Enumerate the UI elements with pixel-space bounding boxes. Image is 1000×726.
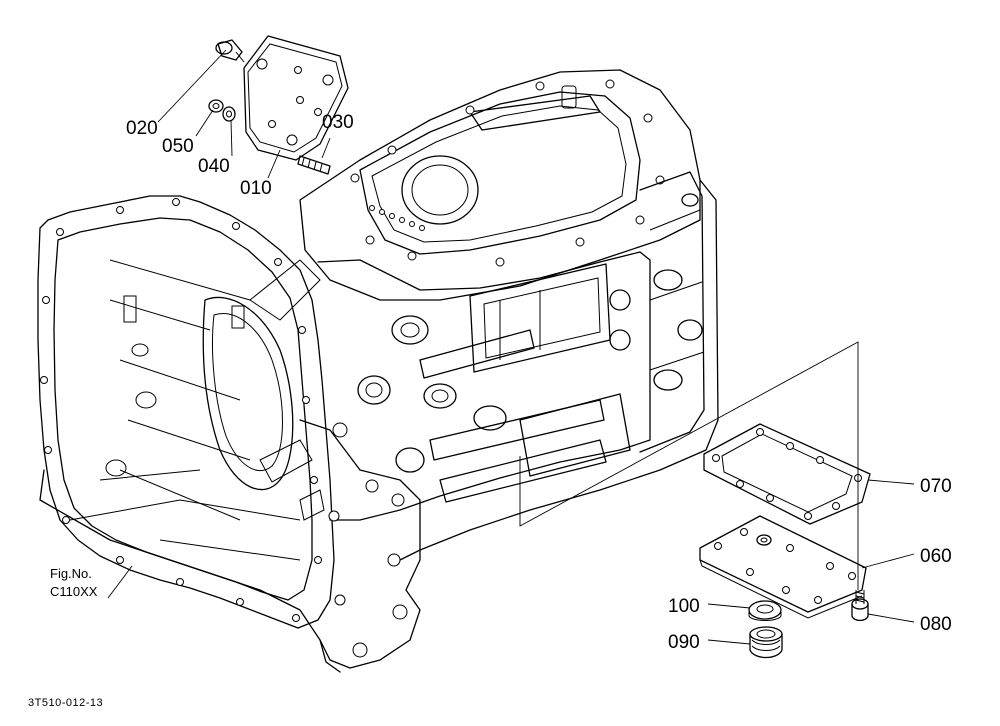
- bell-housing-ribs: [109, 259, 251, 521]
- top-bolt-holes: [350, 79, 665, 267]
- label-010: 010: [240, 178, 272, 199]
- top-bore: [401, 155, 479, 225]
- part-070-gasket: [703, 423, 871, 525]
- part-020-bolt: [215, 39, 245, 63]
- part-010-cover-plate: [243, 35, 349, 161]
- label-080: 080: [920, 614, 952, 635]
- part-060-pan-cover: [699, 515, 867, 619]
- bell-housing-flange: [37, 195, 335, 629]
- label-020: 020: [126, 118, 158, 139]
- bell-housing-ring: [202, 296, 294, 491]
- part-050-nut: [208, 99, 224, 113]
- bell-bolt-holes: [40, 198, 322, 622]
- lower-bolt-lugs: [328, 422, 408, 658]
- case-right-wall: [399, 179, 719, 561]
- label-060: 060: [920, 546, 952, 567]
- part-090-drain-plug: [749, 626, 783, 659]
- label-070: 070: [920, 476, 952, 497]
- leader-lines: [107, 49, 915, 645]
- label-030: 030: [322, 112, 354, 133]
- drawing-code: 3T510-012-13: [28, 697, 103, 709]
- part-080-bolt: [851, 590, 869, 622]
- dowel-row: [369, 205, 425, 231]
- fig-no-value: C110XX: [50, 584, 98, 599]
- label-040: 040: [198, 156, 230, 177]
- fig-no-label: Fig.No.: [50, 566, 92, 581]
- transmission-case: [37, 69, 719, 673]
- case-top-deck: [299, 69, 701, 301]
- case-top-opening: [359, 91, 641, 255]
- case-bottom: [39, 469, 341, 673]
- part-labels: 020 050 040 010 030 070 060 080 100 090: [126, 112, 952, 653]
- part-100-seal-ring: [748, 600, 782, 621]
- figure-number: Fig.No. C110XX: [50, 566, 98, 599]
- part-040-washer: [222, 106, 236, 122]
- part-030-stud: [297, 155, 331, 175]
- bell-housing-inner: [53, 217, 313, 601]
- lower-flange: [299, 419, 421, 669]
- label-100: 100: [668, 596, 700, 617]
- label-090: 090: [668, 632, 700, 653]
- label-050: 050: [162, 136, 194, 157]
